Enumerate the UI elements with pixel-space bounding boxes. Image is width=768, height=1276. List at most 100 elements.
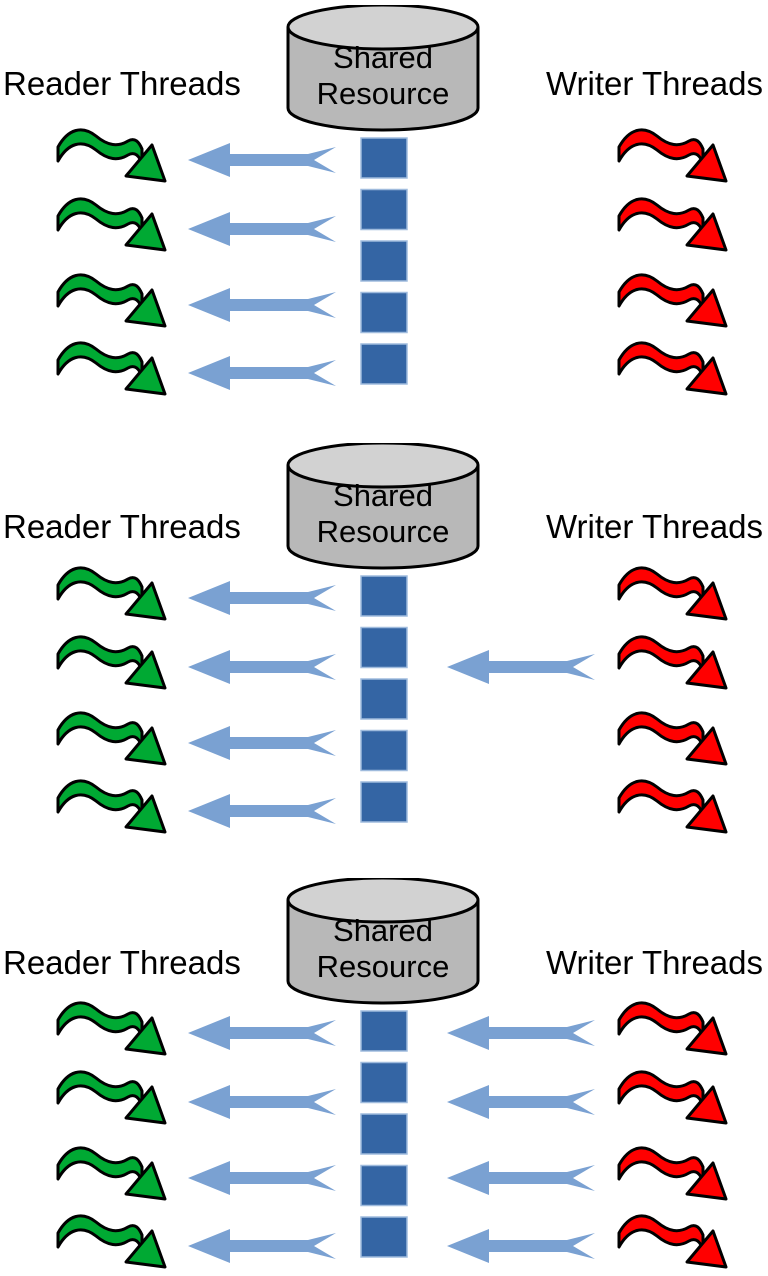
thread-arrow-head [685, 650, 728, 690]
thread-arrow-band [617, 1070, 705, 1107]
access-arrow-shape [188, 1085, 336, 1119]
thread-arrow-head [685, 1085, 728, 1125]
thread-arrow-band [617, 566, 705, 603]
writer-thread-arrow-icon [617, 711, 728, 766]
thread-arrow-band [56, 1146, 144, 1183]
writer-threads-label: Writer Threads [546, 944, 763, 981]
queue-item [360, 1164, 408, 1207]
queue-item [360, 291, 408, 334]
thread-arrow-head [124, 1016, 167, 1056]
reader-thread-arrow-icon [56, 197, 167, 252]
writer-thread-arrow-icon [617, 779, 728, 834]
writer-thread-arrow-icon [617, 197, 728, 252]
queue-item [360, 781, 408, 823]
shared-resource-label-line2: Resource [317, 514, 450, 549]
reader-threads-label: Reader Threads [3, 65, 241, 102]
thread-arrow-band [56, 711, 144, 748]
queue-item [360, 678, 408, 720]
writer-thread-arrow-icon [617, 1214, 728, 1269]
read-access-arrow-icon [188, 212, 336, 246]
panel-svg: Reader Threads Writer Threads Shared Res… [3, 443, 763, 834]
shared-resource-cylinder [286, 878, 480, 1005]
write-access-arrow-icon [447, 1085, 595, 1119]
thread-arrow-head [124, 794, 167, 834]
panel-all-writers: Reader Threads Writer Threads Shared Res… [0, 878, 768, 1276]
access-arrow-shape [188, 1229, 336, 1263]
thread-arrow-band [56, 273, 144, 310]
thread-arrow-band [56, 197, 144, 234]
writer-thread-arrow-icon [617, 566, 728, 621]
access-arrow-shape [188, 1016, 336, 1050]
thread-arrow-head [685, 726, 728, 766]
reader-threads-label: Reader Threads [3, 508, 241, 545]
thread-arrow-band [56, 779, 144, 816]
thread-arrow-band [56, 635, 144, 672]
access-arrow-shape [447, 1229, 595, 1263]
thread-arrow-head [124, 1229, 167, 1269]
thread-arrow-band [56, 1001, 144, 1038]
thread-arrow-head [124, 581, 167, 621]
panel-one-writer: Reader Threads Writer Threads Shared Res… [0, 443, 768, 883]
access-arrow-shape [447, 1161, 595, 1195]
access-arrow-shape [447, 1085, 595, 1119]
queue-item [360, 1010, 408, 1052]
thread-arrow-head [124, 1161, 167, 1201]
shared-resource-label-line2: Resource [317, 949, 450, 984]
thread-arrow-band [56, 341, 144, 378]
shared-resource-cylinder [286, 5, 480, 132]
access-arrow-shape [188, 1161, 336, 1195]
thread-arrow-band [617, 1001, 705, 1038]
thread-arrow-band [56, 128, 144, 165]
write-access-arrow-icon [447, 1016, 595, 1050]
thread-arrow-band [617, 341, 705, 378]
queue-item [360, 575, 408, 617]
panel-svg: Reader Threads Writer Threads Shared Res… [3, 5, 763, 396]
writer-threads-label: Writer Threads [546, 508, 763, 545]
queue-item [360, 343, 408, 385]
writer-thread-arrow-icon [617, 1070, 728, 1125]
access-arrow-shape [188, 650, 336, 684]
queue-item [360, 1061, 408, 1104]
thread-arrow-head [685, 581, 728, 621]
write-access-arrow-icon [447, 650, 595, 684]
panel-readers-only: Reader Threads Writer Threads Shared Res… [0, 5, 768, 445]
read-access-arrow-icon [188, 726, 336, 760]
thread-arrow-band [56, 1214, 144, 1251]
access-arrow-shape [188, 356, 336, 390]
read-access-arrow-icon [188, 581, 336, 615]
queue-item [360, 188, 408, 231]
cylinder-top [286, 5, 480, 51]
access-arrow-shape [188, 288, 336, 322]
writer-thread-arrow-icon [617, 273, 728, 328]
reader-thread-arrow-icon [56, 1214, 167, 1269]
write-access-arrow-icon [447, 1161, 595, 1195]
writer-thread-arrow-icon [617, 1001, 728, 1056]
thread-arrow-band [617, 779, 705, 816]
thread-arrow-head [124, 1085, 167, 1125]
reader-thread-arrow-icon [56, 779, 167, 834]
thread-arrow-head [124, 726, 167, 766]
access-arrow-shape [447, 1016, 595, 1050]
read-access-arrow-icon [188, 143, 336, 177]
thread-arrow-band [617, 273, 705, 310]
read-access-arrow-icon [188, 356, 336, 390]
read-access-arrow-icon [188, 1229, 336, 1263]
reader-thread-arrow-icon [56, 1001, 167, 1056]
thread-arrow-head [685, 288, 728, 328]
thread-arrow-head [124, 650, 167, 690]
thread-arrow-band [56, 566, 144, 603]
read-access-arrow-icon [188, 794, 336, 828]
read-access-arrow-icon [188, 1085, 336, 1119]
writer-threads-label: Writer Threads [546, 65, 763, 102]
shared-resource-label-line1: Shared [333, 40, 433, 75]
reader-thread-arrow-icon [56, 711, 167, 766]
thread-arrow-head [685, 143, 728, 183]
read-access-arrow-icon [188, 1161, 336, 1195]
reader-thread-arrow-icon [56, 1146, 167, 1201]
queue-item [360, 1113, 408, 1155]
thread-arrow-head [124, 356, 167, 396]
thread-arrow-band [617, 128, 705, 165]
writer-thread-arrow-icon [617, 1146, 728, 1201]
reader-thread-arrow-icon [56, 273, 167, 328]
